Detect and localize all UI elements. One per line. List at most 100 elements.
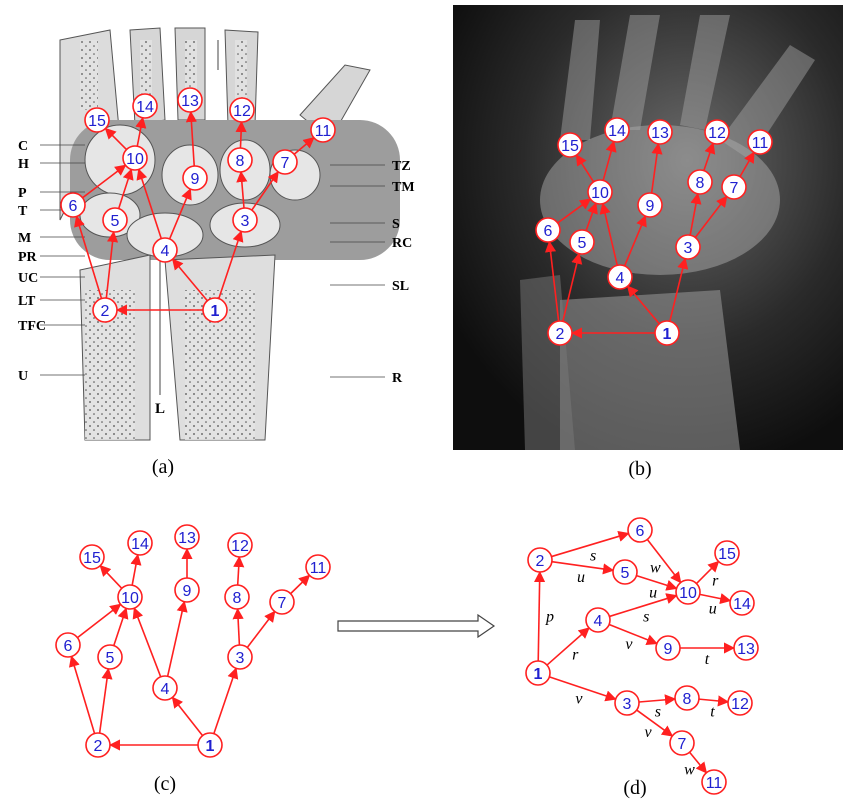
node-label-1: 1	[211, 303, 220, 320]
edge-label-8-12: t	[710, 703, 715, 720]
node-label-9: 9	[646, 198, 655, 215]
node-label-5: 5	[621, 565, 630, 582]
edge-label-2-6: s	[590, 548, 596, 565]
node-label-10: 10	[126, 151, 144, 168]
panel-b-xray	[453, 5, 843, 450]
node-label-15: 15	[718, 546, 736, 563]
edge-label-5-10: u	[649, 584, 657, 601]
node-label-1: 1	[534, 666, 543, 683]
node-label-12: 12	[708, 125, 726, 142]
edge-5-10	[114, 608, 126, 645]
node-label-6: 6	[636, 523, 645, 540]
edge-label-4-9: v	[625, 636, 633, 653]
anatomy-label-u: U	[18, 369, 28, 384]
node-label-2: 2	[556, 326, 565, 343]
edge-2-6	[71, 656, 94, 733]
node-label-14: 14	[608, 123, 626, 140]
edge-label-7-11: w	[684, 761, 695, 778]
anatomy-label-c: C	[18, 139, 28, 154]
node-label-2: 2	[536, 553, 545, 570]
edge-label-1-3: v	[575, 690, 583, 707]
node-label-11: 11	[310, 560, 327, 577]
edge-label-10-15: r	[712, 572, 719, 589]
anatomy-label-r: R	[392, 371, 403, 386]
edge-1-2	[538, 572, 540, 661]
edge-1-4	[547, 628, 589, 665]
edge-1-3	[214, 668, 236, 733]
node-label-9: 9	[191, 171, 200, 188]
node-label-8: 8	[236, 153, 245, 170]
anatomy-label-tm: TM	[392, 180, 415, 195]
edge-8-12	[699, 699, 728, 702]
edge-4-9	[168, 602, 185, 677]
anatomy-label-lt: LT	[18, 294, 36, 309]
node-label-12: 12	[231, 538, 249, 555]
edge-label-2-5: u	[577, 569, 585, 586]
anatomy-label-p: P	[18, 186, 27, 201]
anatomy-label-rc: RC	[392, 236, 412, 251]
edge-label-3-7: v	[644, 724, 652, 741]
anatomy-label-tfc: TFC	[18, 319, 46, 334]
edge-1-4	[172, 697, 202, 735]
node-label-13: 13	[737, 641, 755, 658]
label-L: L	[155, 401, 165, 417]
node-label-10: 10	[121, 590, 139, 607]
node-label-2: 2	[101, 303, 110, 320]
node-label-15: 15	[88, 113, 106, 130]
node-label-3: 3	[236, 650, 245, 667]
node-label-9: 9	[183, 583, 192, 600]
anatomy-label-tz: TZ	[392, 159, 411, 174]
node-label-15: 15	[83, 550, 101, 567]
node-label-14: 14	[136, 99, 154, 116]
edge-3-8	[238, 609, 240, 645]
panel-d-caption: (d)	[623, 777, 646, 799]
edge-3-7	[247, 612, 274, 648]
node-label-7: 7	[278, 595, 287, 612]
node-label-14: 14	[733, 596, 751, 613]
node-label-10: 10	[679, 585, 697, 602]
node-label-4: 4	[594, 613, 603, 630]
edge-6-10	[77, 604, 120, 637]
node-label-13: 13	[181, 93, 199, 110]
edge-label-1-2: p	[545, 609, 554, 626]
node-label-15: 15	[561, 138, 579, 155]
node-label-7: 7	[678, 736, 687, 753]
node-label-6: 6	[544, 223, 553, 240]
edge-label-1-4: r	[572, 647, 579, 664]
edge-label-6-10: w	[650, 560, 661, 577]
edge-label-10-14: u	[709, 600, 717, 617]
node-label-4: 4	[161, 681, 170, 698]
edge-label-9-13: t	[705, 651, 710, 668]
anatomy-label-s: S	[392, 217, 400, 232]
node-label-8: 8	[696, 175, 705, 192]
node-label-13: 13	[178, 530, 196, 547]
node-label-6: 6	[64, 638, 73, 655]
node-label-3: 3	[241, 213, 250, 230]
edge-label-4-10: s	[643, 609, 649, 626]
anatomy-label-t: T	[18, 204, 28, 219]
node-label-11: 11	[706, 775, 723, 792]
edge-3-8	[639, 699, 675, 702]
anatomy-label-pr: PR	[18, 250, 38, 265]
node-label-3: 3	[684, 240, 693, 257]
edge-7-11	[291, 575, 310, 593]
node-label-10: 10	[591, 185, 609, 202]
node-label-7: 7	[730, 180, 739, 197]
node-label-14: 14	[131, 536, 149, 553]
node-label-12: 12	[233, 103, 251, 120]
edge-4-10	[134, 608, 160, 677]
node-label-12: 12	[731, 696, 749, 713]
anatomy-label-m: M	[18, 231, 31, 246]
node-label-5: 5	[578, 235, 587, 252]
panel-b-caption: (b)	[628, 458, 651, 480]
node-label-1: 1	[663, 326, 672, 343]
node-label-6: 6	[69, 198, 78, 215]
edge-8-12	[238, 557, 240, 585]
node-label-2: 2	[94, 738, 103, 755]
node-label-4: 4	[616, 270, 625, 287]
panel-a-illustration	[15, 18, 435, 448]
node-label-4: 4	[161, 243, 170, 260]
anatomy-label-h: H	[18, 157, 29, 172]
